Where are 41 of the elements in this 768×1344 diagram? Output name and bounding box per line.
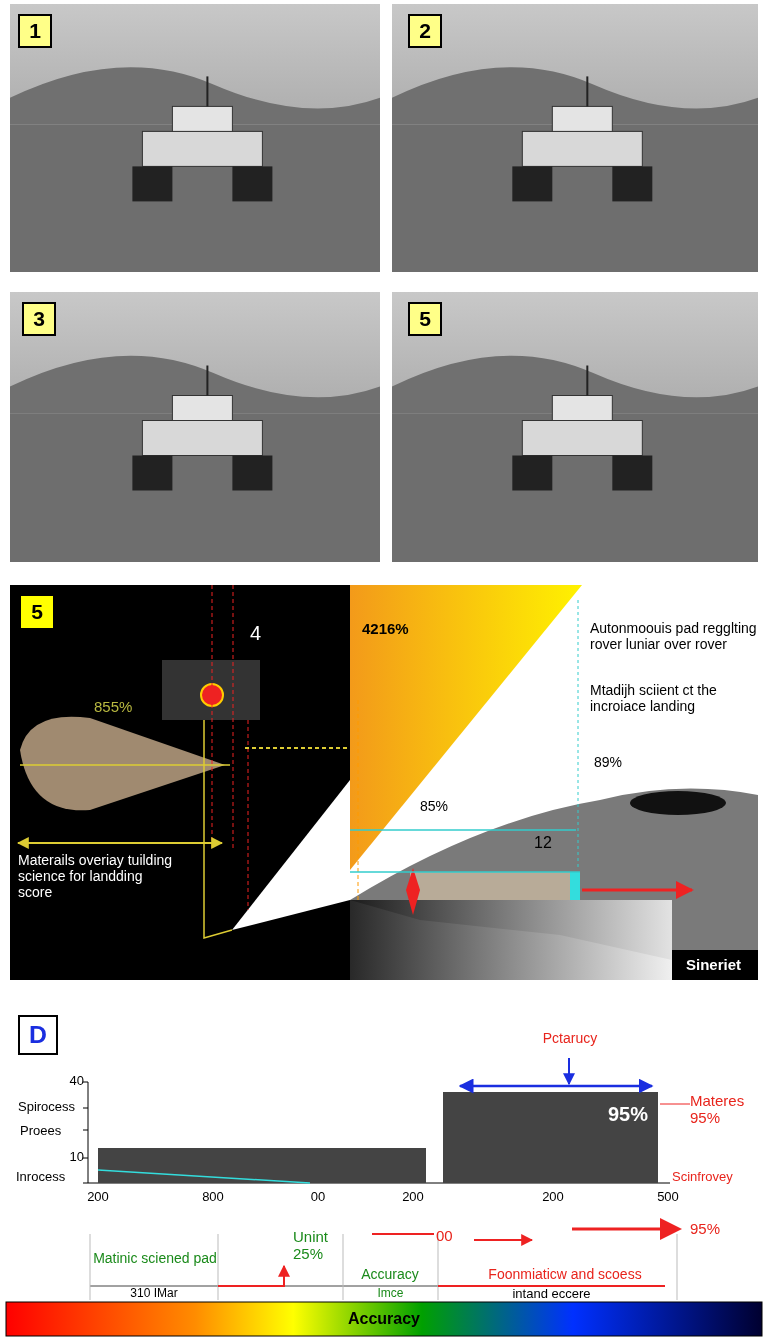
annotation-text: 00 [436,1227,454,1245]
annotation-text: Unint 25% [293,1228,330,1263]
axis-tick-label: 200 [86,1190,110,1205]
scale-label: intand eccere [511,1287,592,1302]
annotation-text: Autonmoouis pad regglting rover luniar over rover [590,620,758,653]
callout-number: 12 [534,834,553,853]
annotation-text: Accuracy [360,1266,420,1283]
axis-label: Proees [20,1124,63,1139]
axis-tick-label: 500 [656,1190,680,1205]
axis-tick-label: 200 [541,1190,565,1205]
annotation-text: Foonmiaticw and scoess [487,1266,643,1283]
axis-label: Spirocess [18,1100,77,1115]
percent-label: 85% [420,798,450,815]
axis-tick-label: 10 [68,1150,84,1165]
percent-label: 855% [94,698,134,716]
axis-tick-label: 00 [309,1190,327,1205]
annotation-text: Materails overiay tuilding science for landding score [18,852,174,901]
corner-label: Sineriet [686,956,743,974]
annotation-text: Scinfrovey [672,1170,734,1185]
percent-label: 4216% [362,620,410,638]
annotation-text: 95% [690,1220,722,1238]
annotation-text: Matinic sciened pad [92,1250,218,1267]
bar-value-label: 95% [608,1103,650,1126]
annotation-text: Pctarucy [541,1030,599,1047]
number-badge: 5 [408,302,442,336]
number-badge: 2 [408,14,442,48]
annotation-text: Materes 95% [690,1092,746,1127]
annotation-text: Mtadijh sciient ct the incroiace landing [590,682,718,715]
axis-label: Inrocess [16,1170,67,1185]
number-badge: D [18,1015,58,1055]
scale-label: 310 IMar [129,1287,179,1301]
scale-label: Imce [376,1287,405,1301]
axis-tick-label: 800 [201,1190,225,1205]
axis-tick-label: 40 [68,1074,84,1089]
percent-label: 89% [594,754,624,771]
number-badge: 5 [20,595,54,629]
axis-tick-label: 200 [401,1190,425,1205]
callout-number: 4 [250,622,263,645]
scale-title: Accuracy [346,1310,421,1329]
number-badge: 3 [22,302,56,336]
number-badge: 1 [18,14,52,48]
